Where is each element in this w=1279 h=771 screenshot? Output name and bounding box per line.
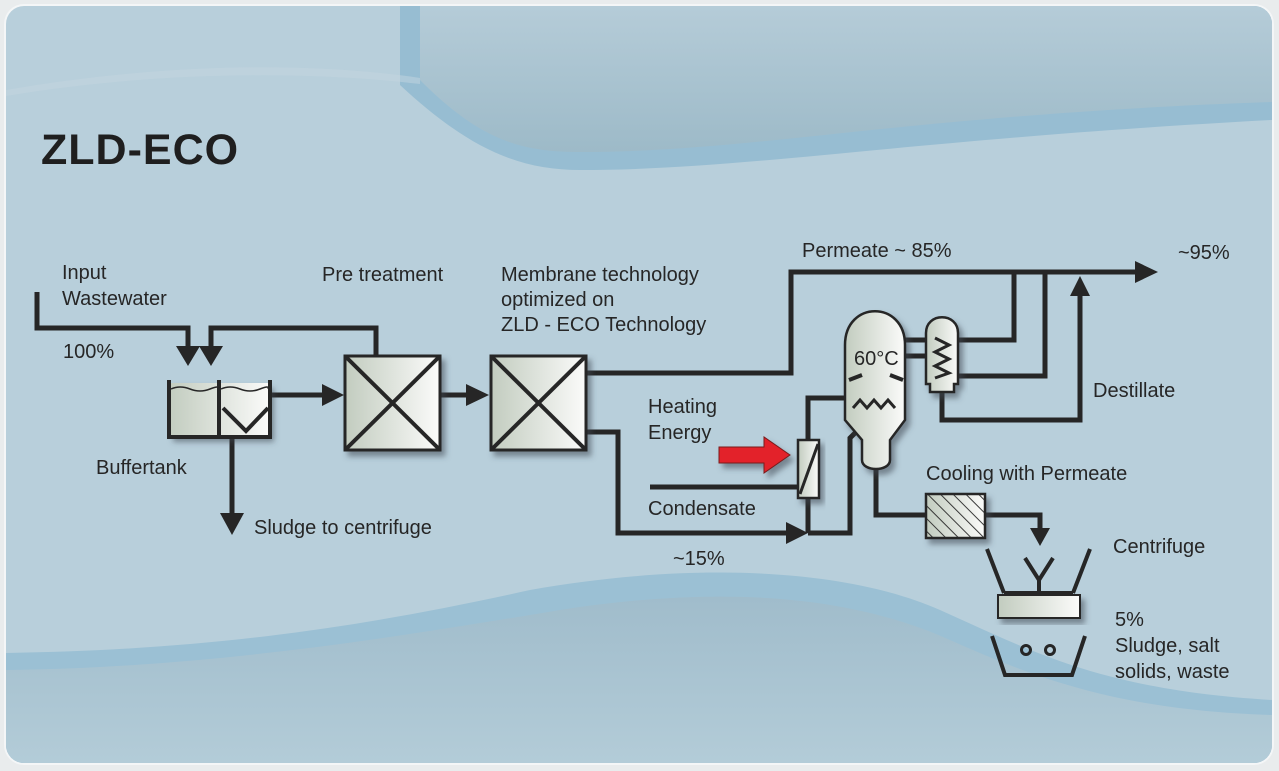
diagram-title: ZLD-ECO	[41, 126, 240, 174]
buffertank-label: Buffertank	[96, 457, 187, 479]
arrow-concentrate	[786, 522, 808, 544]
permeate-line	[587, 269, 1140, 376]
condensate-label: Condensate	[648, 498, 756, 520]
waste-label-line-2: solids, waste	[1115, 661, 1230, 683]
sludge-label: Sludge to centrifuge	[254, 517, 432, 539]
input-line	[34, 292, 191, 348]
permeate-label: Permeate ~ 85%	[802, 240, 952, 262]
centrifuge-icon	[985, 548, 1092, 677]
bottom-wave	[6, 596, 1272, 763]
arrow-input	[176, 346, 200, 366]
input-label: Input	[62, 262, 107, 284]
centrifuge-label: Centrifuge	[1113, 536, 1206, 558]
evaporator-to-cooler-line	[873, 470, 926, 518]
destillate-line	[939, 292, 1083, 423]
arrow-sludge	[220, 513, 244, 535]
output-percent-label: ~95%	[1178, 242, 1230, 264]
membrane-unit-icon	[489, 354, 588, 452]
condenser-cooling-line-1	[958, 272, 1017, 343]
arrow-to-centrifuge	[1030, 528, 1050, 546]
heating-label-line-1: Heating	[648, 396, 717, 418]
cooler-icon	[924, 492, 987, 540]
concentrate-percent-label: ~15%	[673, 548, 725, 570]
cooler-to-centrifuge-line	[985, 512, 1043, 530]
membrane-label-line-3: ZLD - ECO Technology	[501, 314, 707, 336]
concentrate-line	[587, 429, 790, 536]
input-percent-label: 100%	[63, 341, 115, 363]
arrow-to-pretreatment	[322, 384, 344, 406]
diagram-frame: ZLD-ECO Input Wastewater 100% Pre treatm…	[6, 6, 1272, 763]
waste-percent-label: 5%	[1115, 609, 1144, 631]
top-light-stripe	[6, 67, 420, 96]
wastewater-label: Wastewater	[62, 288, 167, 310]
membrane-label-line-2: optimized on	[501, 289, 615, 311]
temperature-label: 60°C	[854, 348, 899, 370]
recycle-line	[208, 325, 379, 356]
condenser-icon	[924, 316, 960, 394]
arrow-to-membrane	[466, 384, 489, 406]
condenser-cooling-line-2	[958, 272, 1048, 379]
heating-label-line-2: Energy	[648, 422, 712, 444]
heating-energy-arrow-icon	[718, 436, 791, 474]
pretreatment-unit-icon	[343, 354, 442, 452]
arrow-recycle	[199, 346, 223, 366]
waste-label-line-1: Sludge, salt	[1115, 635, 1220, 657]
evaporator-icon	[843, 310, 907, 471]
cooling-label: Cooling with Permeate	[926, 463, 1128, 485]
pre-treatment-label: Pre treatment	[322, 264, 444, 286]
arrow-output	[1135, 261, 1158, 283]
arrow-destillate	[1070, 276, 1090, 296]
heat-exchanger-icon	[796, 438, 821, 500]
destillate-label: Destillate	[1093, 380, 1176, 402]
top-wave	[420, 6, 1272, 152]
process-flow-diagram	[6, 6, 1272, 763]
membrane-label-line-1: Membrane technology	[501, 264, 699, 286]
